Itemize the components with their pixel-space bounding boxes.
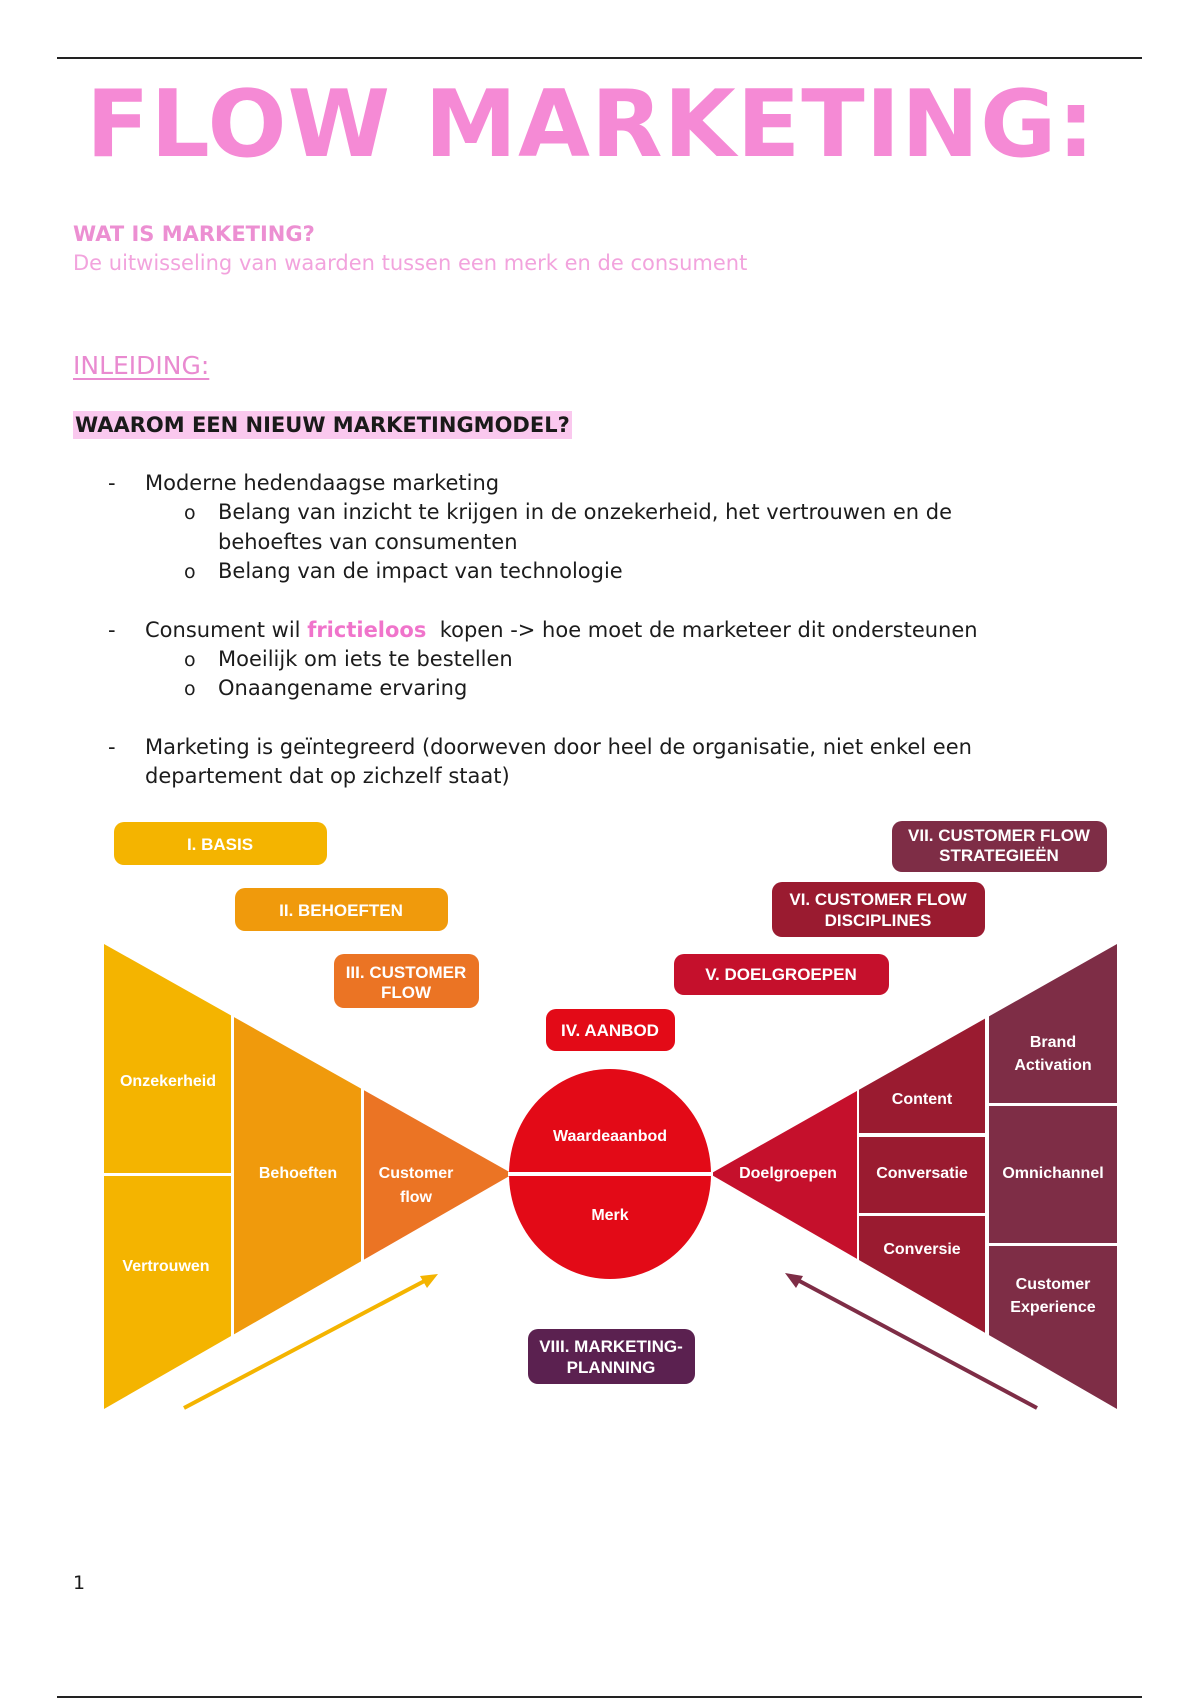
bullet-text: Consument wil frictieloos kopen -> hoe m…	[145, 618, 978, 642]
stage-disciplines	[772, 882, 985, 937]
bullet-text-before: Consument wil	[145, 618, 308, 642]
sub-bullet-text: Onaangename ervaring	[218, 676, 468, 700]
label-omnichannel: Omnichannel	[1002, 1165, 1103, 1182]
stage-behoeften	[235, 888, 448, 931]
left-arrowhead-icon	[420, 1274, 438, 1288]
sub-bullet-marker: o	[184, 561, 196, 583]
definition-heading: WAT IS MARKETING?	[73, 222, 315, 246]
stage-aanbod-label: IV. AANBOD	[561, 1021, 659, 1040]
stage-customer-flow	[334, 954, 479, 1008]
sub-bullet-text-cont: behoeftes van consumenten	[218, 530, 518, 554]
sub-bullet-marker: o	[184, 649, 196, 671]
footer-rule	[57, 1696, 1142, 1698]
stage-behoeften-label: II. BEHOEFTEN	[279, 901, 403, 920]
stage-planning-label-2: PLANNING	[567, 1358, 656, 1377]
page-title: FLOW MARKETING:	[86, 70, 1096, 178]
label-waardeaanbod: Waardeaanbod	[553, 1128, 667, 1145]
page-number: 1	[73, 1572, 86, 1594]
sub-bullet-text: Belang van de impact van technologie	[218, 559, 623, 583]
label-conversatie: Conversatie	[876, 1165, 968, 1182]
stage-planning-label: VIII. MARKETING-	[539, 1337, 683, 1356]
label-behoeften: Behoeften	[259, 1165, 337, 1182]
label-flow: flow	[400, 1189, 433, 1206]
label-conversie: Conversie	[883, 1241, 960, 1258]
label-brand: Brand	[1030, 1034, 1076, 1051]
stage-disciplines-label-2: DISCIPLINES	[825, 911, 932, 930]
right-arrowhead-icon	[785, 1273, 803, 1288]
onzekerheid-segment	[104, 944, 231, 1173]
bullet-text: Moderne hedendaagse marketing	[145, 471, 500, 495]
definition-text: De uitwisseling van waarden tussen een m…	[73, 251, 748, 275]
brand-activation-segment	[989, 944, 1117, 1103]
omnichannel-segment	[989, 1106, 1117, 1243]
highlight-word: frictieloos	[307, 618, 427, 642]
sub-bullet-marker: o	[184, 678, 196, 700]
stage-customer-flow-label-2: FLOW	[381, 983, 432, 1002]
sub-bullet-text: Moeilijk om iets te bestellen	[218, 647, 513, 671]
header-rule	[57, 57, 1142, 59]
label-merk: Merk	[591, 1207, 628, 1224]
label-content: Content	[892, 1091, 953, 1108]
bullet-text-cont: departement dat op zichzelf staat)	[145, 764, 510, 788]
bullet-text: Marketing is geïntegreerd (doorweven doo…	[145, 735, 972, 759]
subsection-heading: WAAROM EEN NIEUW MARKETINGMODEL?	[73, 411, 572, 439]
sub-bullet-marker: o	[184, 502, 196, 524]
stage-strategieen-label-2: STRATEGIEËN	[939, 846, 1059, 865]
section-heading: INLEIDING:	[73, 351, 210, 380]
stage-disciplines-label: VI. CUSTOMER FLOW	[789, 890, 967, 909]
stage-customer-flow-label: III. CUSTOMER	[346, 963, 467, 982]
stage-doelgroepen	[674, 954, 889, 995]
label-experience: Experience	[1010, 1299, 1095, 1316]
bullet-dash: -	[108, 471, 116, 495]
conversatie-segment	[859, 1137, 985, 1213]
stage-strategieen	[892, 821, 1107, 872]
stage-aanbod	[546, 1009, 675, 1051]
label-customer: Customer	[379, 1165, 454, 1182]
label-vertrouwen: Vertrouwen	[122, 1258, 209, 1275]
stage-basis	[114, 822, 327, 865]
right-arrow	[791, 1275, 1038, 1410]
circle-divider	[508, 1172, 713, 1176]
stage-planning	[528, 1329, 695, 1384]
sub-bullet-text: Belang van inzicht te krijgen in de onze…	[218, 500, 953, 524]
bullet-dash: -	[108, 735, 116, 759]
stage-doelgroepen-label: V. DOELGROEPEN	[705, 965, 856, 984]
stage-strategieen-label: VII. CUSTOMER FLOW	[908, 826, 1091, 845]
left-arrow	[183, 1275, 433, 1410]
vertrouwen-segment	[104, 1176, 231, 1409]
label-doelgroepen: Doelgroepen	[739, 1165, 837, 1182]
label-customer-exp: Customer	[1016, 1276, 1091, 1293]
bullet-text-after: kopen -> hoe moet de marketeer dit onder…	[426, 618, 978, 642]
bullet-dash: -	[108, 618, 116, 642]
label-onzekerheid: Onzekerheid	[120, 1073, 216, 1090]
label-activation: Activation	[1014, 1057, 1091, 1074]
stage-basis-label: I. BASIS	[187, 835, 253, 854]
